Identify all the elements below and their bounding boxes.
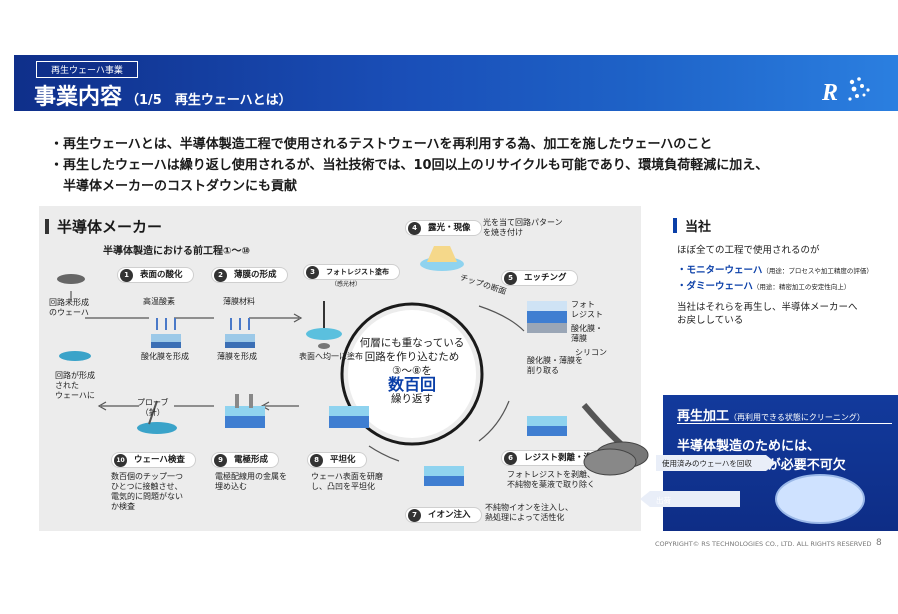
probe-icon <box>137 400 177 434</box>
step-2-desc: 薄膜を形成 <box>217 352 257 361</box>
step-8-desc: ウェーハ表面を研磨 し、凸凹を平坦化 <box>311 472 383 491</box>
company-intro: ほぼ全ての工程で使用されるのが <box>677 245 820 256</box>
bullet-item: ・再生ウェーハとは、半導体製造工程で使用されるテストウェーハを再利用する為、加工… <box>50 137 713 152</box>
step-6-desc: フォトレジストを剥離、 不純物を薬液で取り除く <box>507 470 595 489</box>
etch-label-silicon: シリコン <box>575 348 607 357</box>
return-text: 当社はそれらを再生し、半導体メーカーへお戻ししている <box>677 302 858 326</box>
section-tag: 再生ウェーハ事業 <box>36 61 138 78</box>
cycle-center-text: 何層にも重なっている 回路を作り込むため ③～⑧を 数百回 繰り返す <box>359 337 465 405</box>
cleaning-icon <box>527 416 567 436</box>
wafer-flow-graphic <box>583 441 865 524</box>
etch-label-photoresist: フォト レジスト <box>571 300 603 319</box>
spin-coater-icon <box>306 301 342 349</box>
step-2-top-label: 薄膜材料 <box>223 297 255 306</box>
step-4-desc: 光を当て回路パターン を焼き付け <box>483 218 563 237</box>
ion-implant-icon <box>424 466 464 486</box>
step-10-desc: 数百個のチップ一つ ひとつに接触させ、 電気的に問題がない か検査 <box>111 472 183 511</box>
etch-label-oxide: 酸化膜・ 薄膜 <box>571 324 603 343</box>
collect-label: 使用済みのウェーハを回収 <box>662 459 752 468</box>
patterned-wafer-icon <box>59 351 91 361</box>
planarize-icon <box>329 406 369 428</box>
page-title: 事業内容（1/5 再生ウェーハとは） <box>34 79 292 111</box>
company-heading: 当社 <box>673 216 711 235</box>
title-main: 事業内容 <box>34 85 123 110</box>
step-3-desc: 表面へ均一に塗布 <box>299 352 363 361</box>
bullet-item: ・再生したウェーハは繰り返し使用されるが、当社技術では、10回以上のリサイクルも… <box>50 158 769 173</box>
slide: 再生ウェーハ事業 事業内容（1/5 再生ウェーハとは） R ・再生ウェーハとは、… <box>14 55 898 560</box>
step-7-desc: 不純物イオンを注入し、 熱処理によって活性化 <box>485 503 573 522</box>
maker-panel: 半導体メーカー 半導体製造における前工程①～⑩ <box>39 206 641 531</box>
exposure-icon <box>420 246 464 271</box>
company-panel: 当社 ほぼ全ての工程で使用されるのが ・モニターウェーハ（用途：プロセスや加工精… <box>663 206 898 396</box>
maker-heading: 半導体メーカー <box>45 216 162 237</box>
step-1-top-label: 高温酸素 <box>143 297 175 306</box>
probe-label: プローブ （針） <box>137 398 169 417</box>
clean-wafer-icon <box>775 474 865 524</box>
page-number: 8 <box>876 538 882 548</box>
svg-text:R: R <box>821 80 838 106</box>
bullet-list: ・再生ウェーハとは、半導体製造工程で使用されるテストウェーハを再利用する為、加工… <box>50 134 880 197</box>
rs-logo-icon: R <box>821 77 870 106</box>
monitor-wafer-item: ・モニターウェーハ（用途：プロセスや加工精度の評価） <box>677 265 873 276</box>
raw-wafer-icon <box>57 274 85 284</box>
step-9-desc: 電極配線用の金属を 埋め込む <box>215 472 287 491</box>
ship-label: 出荷 <box>656 496 671 505</box>
oxidation-icon <box>151 318 181 348</box>
step-3-sub-label: （感光材） <box>331 281 362 288</box>
used-wafer-icon <box>583 448 637 476</box>
step-1-desc: 酸化膜を形成 <box>141 352 189 361</box>
collect-arrow-icon <box>656 455 776 471</box>
title-sub: （1/5 再生ウェーハとは） <box>126 93 292 108</box>
thin-film-icon <box>225 318 255 348</box>
step-5-desc: 酸化膜・薄膜を 削り取る <box>527 356 583 375</box>
copyright: COPYRIGHT© RS TECHNOLOGIES CO., LTD. ALL… <box>655 540 872 548</box>
patterned-wafer-label: 回路が形成されたウェーハに <box>55 371 95 400</box>
regen-divider <box>677 423 892 424</box>
header-band: 再生ウェーハ事業 事業内容（1/5 再生ウェーハとは） R <box>14 55 898 111</box>
process-title: 半導体製造における前工程①～⑩ <box>103 246 250 257</box>
electrode-icon <box>225 394 265 428</box>
raw-wafer-label: 回路未形成のウェーハ <box>49 298 89 317</box>
bullet-item: 半導体メーカーのコストダウンにも貢献 <box>50 179 298 194</box>
dummy-wafer-item: ・ダミーウェーハ（用途：精密加工の安定性向上） <box>677 281 851 292</box>
etching-icon <box>527 301 567 333</box>
ship-arrow-icon <box>640 491 740 507</box>
process-diagram <box>57 246 567 486</box>
regen-title: 再生加工（再利用できる状態にクリーニング） <box>677 409 865 424</box>
